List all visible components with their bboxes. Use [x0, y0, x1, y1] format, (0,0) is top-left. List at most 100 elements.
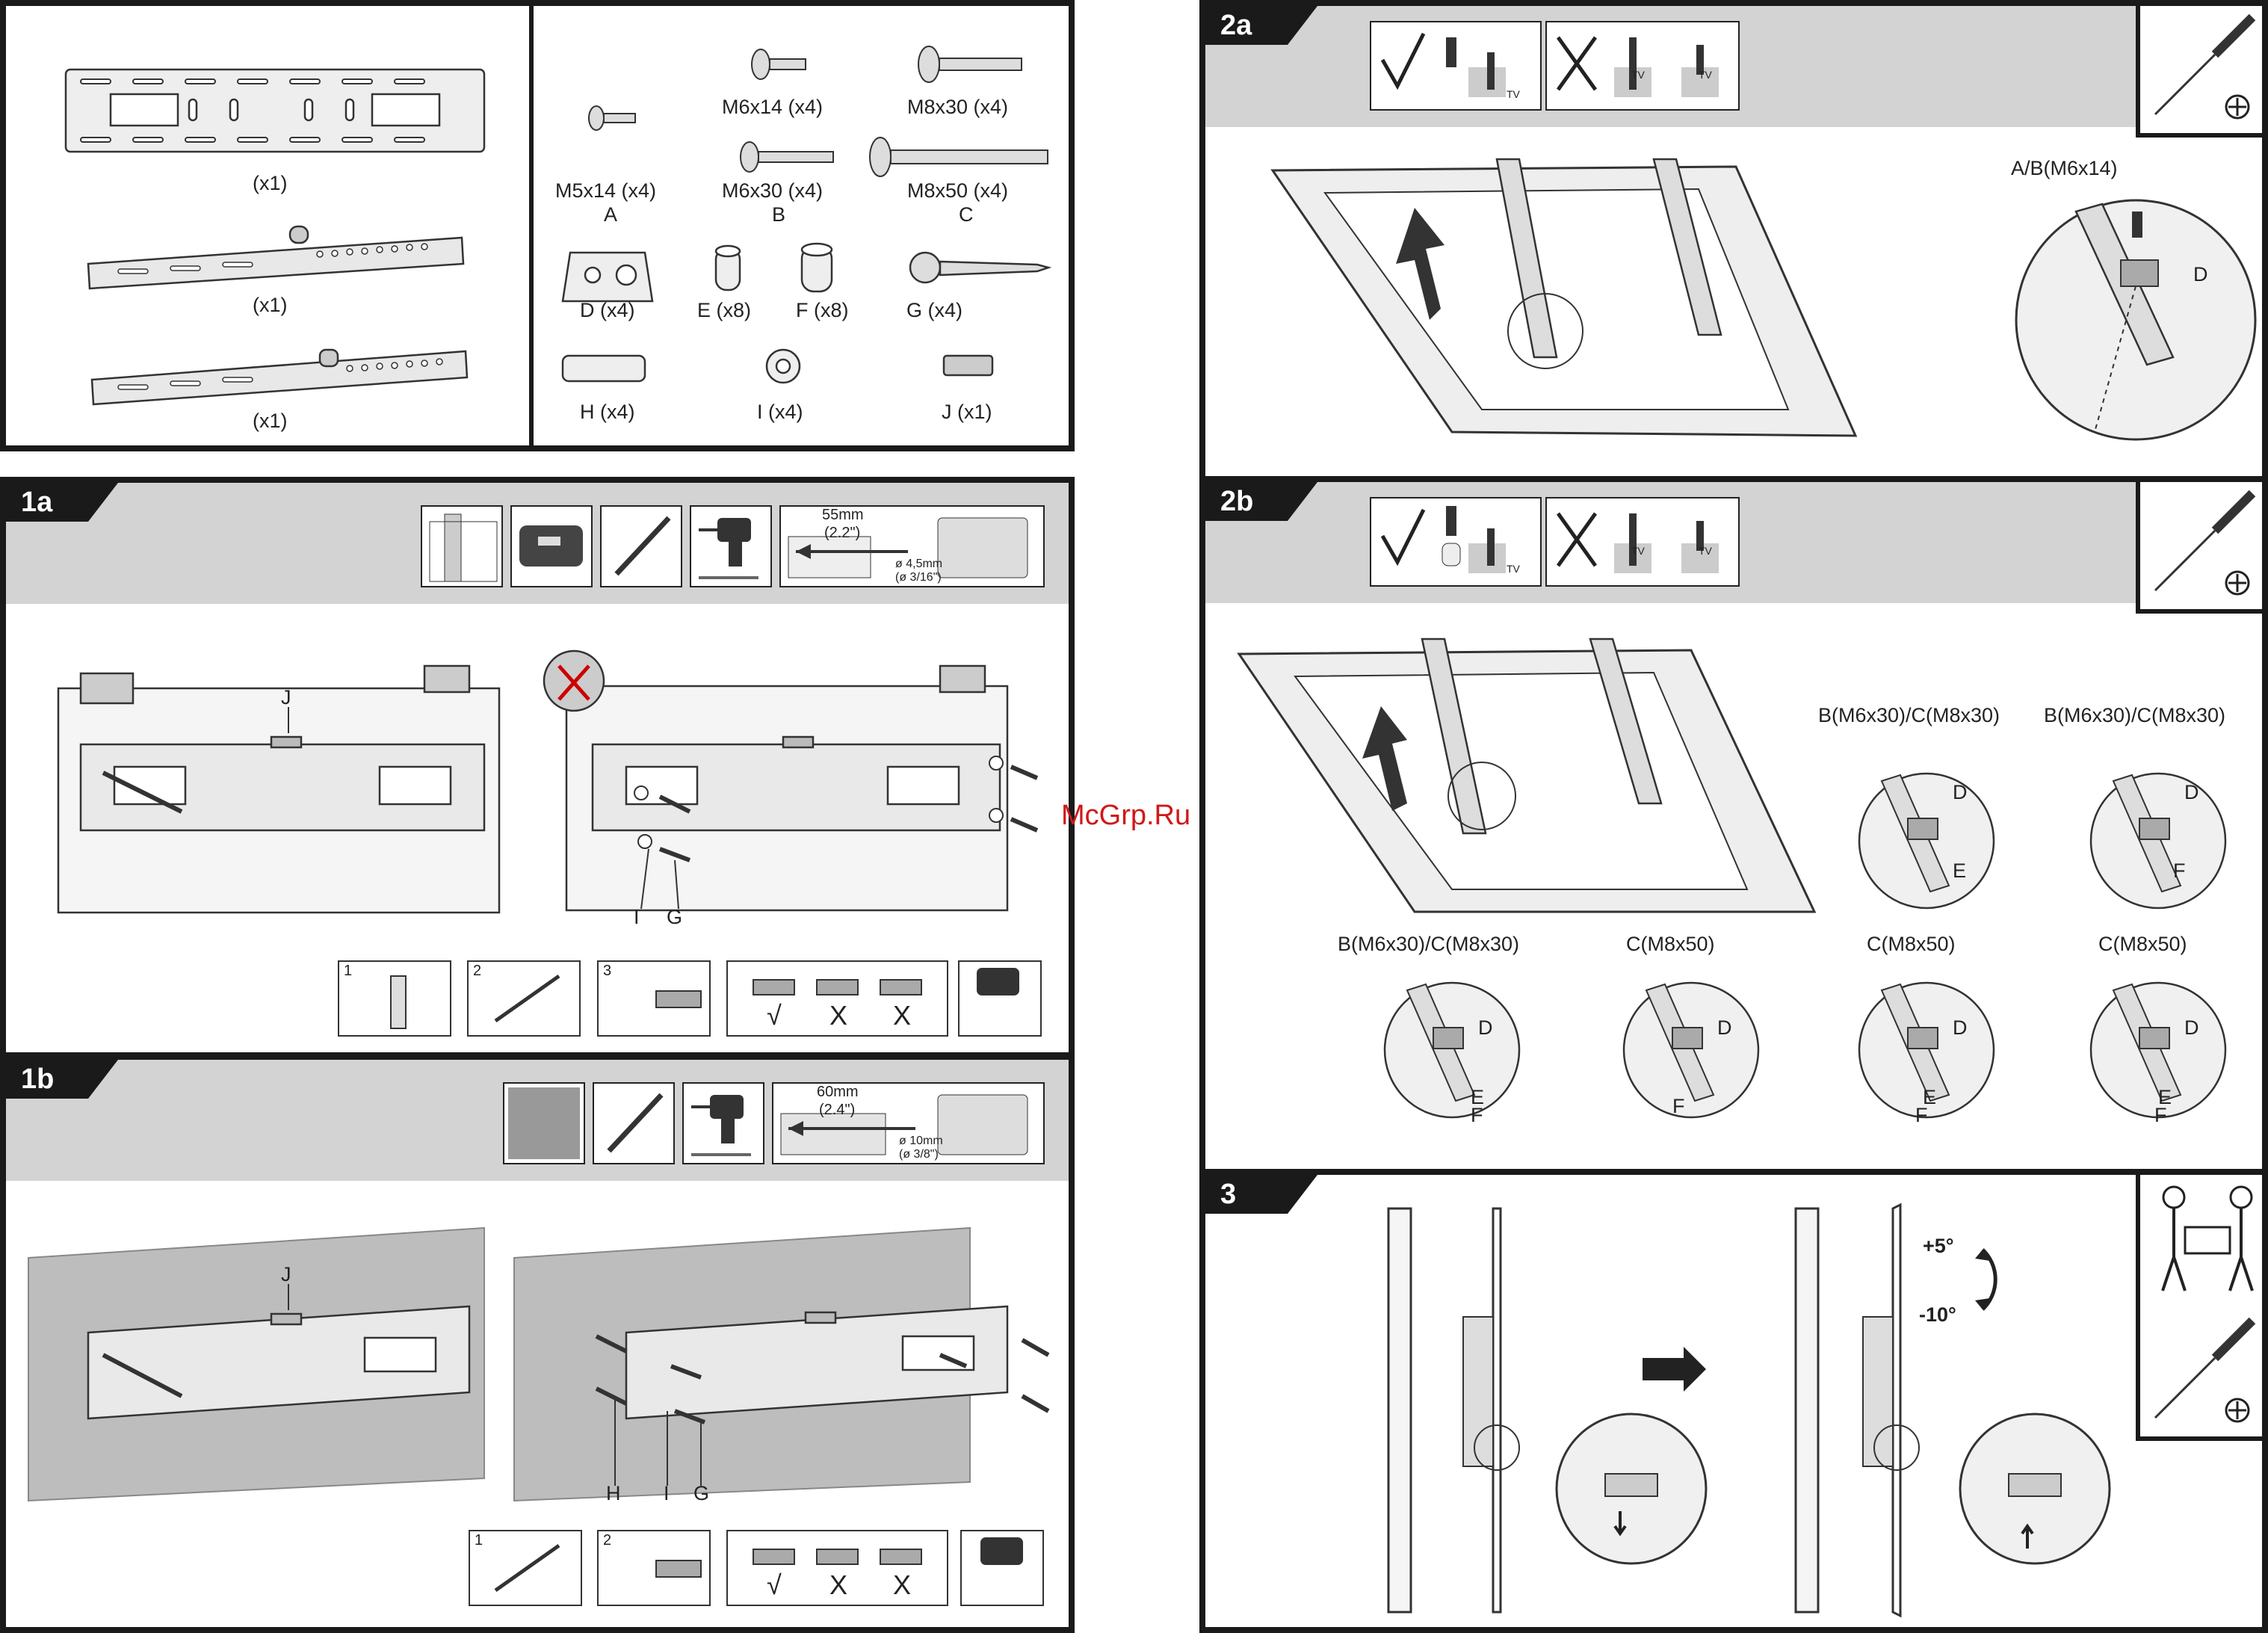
concrete-tool-box	[503, 1082, 585, 1164]
step-2a-panel: 2a TV TV TV A/B(M6x14) D	[1199, 0, 2268, 482]
drill-depth-mm: 55mm	[822, 507, 864, 523]
level-j-label: J (x1)	[942, 401, 992, 423]
arm-left-qty: (x1)	[253, 294, 288, 316]
step-1a-level-bad-2: X	[893, 1000, 912, 1031]
screwdriver-box-2b	[2136, 482, 2262, 614]
tv-label-3: TV	[1699, 69, 1712, 81]
drill-diameter-in: (ø 3/16")	[895, 571, 942, 584]
step-2a-label-d: D	[2193, 263, 2208, 285]
correct-screw-box-2b	[1370, 497, 1542, 587]
drill-depth-tool-box	[779, 505, 1045, 587]
step-1a-label-i: I	[634, 906, 640, 928]
screwdriver-box-2a	[2136, 6, 2262, 138]
incorrect-screw-box-2b	[1545, 497, 1740, 587]
step-2a-detail-label: A/B(M6x14)	[2011, 157, 2118, 179]
step-2b-detail-title-3: B(M6x30)/C(M8x30)	[1338, 933, 1520, 955]
step-2b-f-3: F	[1471, 1104, 1483, 1126]
screw-m5x14-label: M5x14 (x4)	[555, 179, 657, 202]
step-1b-level-ok: √	[767, 1569, 782, 1600]
step-2b-f-4: F	[1672, 1095, 1685, 1117]
step-2b-detail-title-6: C(M8x50)	[2098, 933, 2187, 955]
step-1b-level-bad-1: X	[829, 1569, 848, 1600]
tv-label-2b-3: TV	[1699, 545, 1712, 557]
step-1a-substep-3: 3	[603, 963, 612, 979]
step-1a-level-bad-1: X	[829, 1000, 848, 1031]
step-1a-tag: 1a	[6, 483, 126, 522]
pencil-tool-box-1b	[593, 1082, 675, 1164]
step-2b-d-5: D	[1953, 1016, 1968, 1039]
step-1a-drawings	[57, 649, 1042, 1037]
tv-label-2: TV	[1631, 69, 1645, 81]
screw-m6x14-label: M6x14 (x4)	[722, 96, 824, 118]
step-1b-drawings	[28, 1226, 1050, 1606]
drill-tool-box	[690, 505, 772, 587]
step-2b-f-2: F	[2173, 859, 2186, 882]
step-2b-e-1: E	[1953, 859, 1967, 882]
stud-finder-tool-box	[510, 505, 593, 587]
step-3-drawings	[1387, 1203, 2111, 1618]
lag-screw-g-label: G (x4)	[906, 299, 963, 321]
step-2b-d-4: D	[1717, 1016, 1732, 1039]
step-1a-label-g: G	[667, 906, 683, 928]
step-1a-substep-1: 1	[344, 963, 353, 979]
tv-label-1: TV	[1507, 88, 1520, 100]
washer-i-label: I (x4)	[757, 401, 803, 423]
drill-diameter-in-1b: (ø 3/8")	[899, 1148, 939, 1161]
incorrect-screw-box	[1545, 21, 1740, 111]
parts-drawings	[64, 46, 1052, 406]
tv-label-2b-2: TV	[1631, 545, 1645, 557]
anchor-h-label: H (x4)	[580, 401, 635, 423]
step-1a-label-j: J	[281, 686, 291, 709]
step-1b-panel: 1b 60mm (2.4") ø 10mm (ø 3/8")	[0, 1054, 1075, 1633]
drill-diameter-mm: ø 4,5mm	[895, 558, 943, 570]
step-2b-tag: 2b	[1205, 482, 1325, 521]
two-person-box	[2136, 1175, 2262, 1310]
step-3-tag: 3	[1205, 1175, 1325, 1214]
step-2b-detail-title-1: B(M6x30)/C(M8x30)	[1818, 704, 2000, 726]
arm-right-qty: (x1)	[253, 410, 288, 432]
screw-m6x30-label: M6x30 (x4)	[722, 179, 824, 202]
step-1b-level-bad-2: X	[893, 1569, 912, 1600]
step-2b-d-3: D	[1478, 1016, 1493, 1039]
tilt-up-label: +5°	[1923, 1235, 1954, 1257]
drill-depth-tool-box-1b	[772, 1082, 1045, 1164]
wood-stud-tool-box	[421, 505, 503, 587]
pencil-tool-box	[600, 505, 682, 587]
drill-depth-in-1b: (2.4")	[819, 1102, 856, 1118]
step-2b-e-5: E	[1923, 1086, 1937, 1108]
spacer-e-label: E (x8)	[697, 299, 752, 321]
screwdriver-box-3	[2136, 1306, 2262, 1441]
screw-m8x50-label: M8x50 (x4)	[907, 179, 1009, 202]
tilt-down-label: -10°	[1919, 1303, 1956, 1326]
step-1b-label-g: G	[693, 1482, 710, 1504]
step-1b-label-i: I	[664, 1482, 670, 1504]
step-2b-d-2: D	[2184, 781, 2199, 803]
step-2a-tag: 2a	[1205, 6, 1325, 45]
step-2b-e-3: E	[1471, 1086, 1485, 1108]
step-1b-substep-1: 1	[475, 1532, 483, 1549]
drill-depth-in: (2.2")	[824, 525, 861, 541]
step-2b-detail-title-5: C(M8x50)	[1867, 933, 1956, 955]
step-1a-panel: 1a 55mm (2.2") ø 4,5mm (ø 3/16")	[0, 477, 1075, 1058]
watermark-text: McGrp.Ru	[1061, 800, 1191, 831]
parts-divider	[529, 6, 534, 445]
step-2b-panel: 2b TV TV TV	[1199, 476, 2268, 1175]
step-1a-level-ok: √	[767, 1000, 782, 1031]
step-1b-tag: 1b	[6, 1060, 126, 1099]
step-1a-substep-2: 2	[473, 963, 482, 979]
step-2b-e-6: E	[2158, 1086, 2172, 1108]
step-2b-detail-title-2: B(M6x30)/C(M8x30)	[2044, 704, 2226, 726]
step-1b-substep-2: 2	[603, 1532, 612, 1549]
tv-label-2b-1: TV	[1507, 563, 1520, 575]
step-2b-detail-title-4: C(M8x50)	[1626, 933, 1715, 955]
step-3-panel: 3 +5° -10°	[1199, 1169, 2268, 1633]
step-2b-d-6: D	[2184, 1016, 2199, 1039]
screw-m8x30-label: M8x30 (x4)	[907, 96, 1009, 118]
drill-tool-box-1b	[682, 1082, 764, 1164]
step-2a-drawings	[1270, 158, 2257, 441]
step-2b-f-6: F	[2154, 1104, 2167, 1126]
wall-plate-qty: (x1)	[253, 172, 288, 194]
step-2b-drawings	[1237, 638, 2227, 1119]
step-2b-d-1: D	[1953, 781, 1968, 803]
step-1b-label-j: J	[281, 1263, 291, 1285]
